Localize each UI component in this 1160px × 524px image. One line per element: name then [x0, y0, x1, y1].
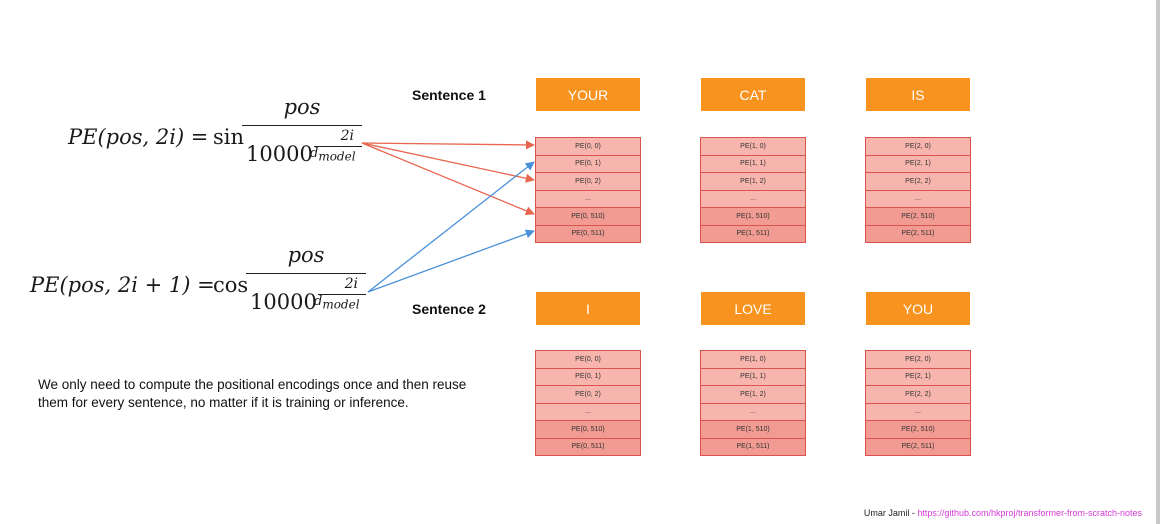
pe-cell: PE(2, 1)	[865, 367, 971, 385]
pe-cell: PE(0, 1)	[535, 154, 641, 172]
pe-cell: PE(0, 1)	[535, 367, 641, 385]
sentence-1-label: Sentence 1	[412, 87, 486, 103]
token-love: LOVE	[701, 292, 805, 325]
formula-sin-base: 10000	[246, 142, 313, 166]
pe-cell: PE(1, 510)	[700, 207, 806, 225]
token-cat: CAT	[701, 78, 805, 111]
pe-cell: PE(1, 511)	[700, 437, 806, 456]
formula-cos-numerator: pos	[287, 243, 325, 267]
arrow-sin-to-pe0	[361, 140, 535, 150]
pe-cell: PE(2, 0)	[865, 350, 971, 368]
pe-cell: PE(2, 510)	[865, 207, 971, 225]
formula-cos-exp: 2i	[344, 276, 358, 292]
arrow-sin-to-pe2	[361, 142, 535, 183]
formula-sin-bar	[242, 125, 362, 126]
pe-column-s2-pos1: PE(1, 0) PE(1, 1) PE(1, 2) ... PE(1, 510…	[700, 350, 806, 456]
formula-sin-dmodel: dmodel	[310, 146, 356, 164]
pe-cell: PE(2, 511)	[865, 224, 971, 243]
pe-cell: ...	[865, 402, 971, 420]
pe-cell: PE(1, 2)	[700, 172, 806, 190]
formula-sin-function: sin	[213, 125, 245, 149]
token-is: IS	[866, 78, 970, 111]
pe-cell: PE(0, 2)	[535, 172, 641, 190]
pe-cell: PE(0, 510)	[535, 207, 641, 225]
token-i: I	[536, 292, 640, 325]
token-your: YOUR	[536, 78, 640, 111]
pe-cell: PE(2, 2)	[865, 385, 971, 403]
formula-cos-lhs: PE(pos, 2i + 1) =	[30, 273, 215, 297]
formula-cos-bar	[246, 273, 366, 274]
arrow-sin-to-pe510	[361, 142, 535, 216]
pe-cell: PE(1, 1)	[700, 367, 806, 385]
explanation-note: We only need to compute the positional e…	[38, 377, 467, 410]
formula-cos-exp-bar	[318, 294, 366, 295]
pe-cell: PE(0, 511)	[535, 224, 641, 243]
pe-cell: ...	[700, 402, 806, 420]
pe-cell: PE(1, 1)	[700, 154, 806, 172]
pe-column-s2-pos2: PE(2, 0) PE(2, 1) PE(2, 2) ... PE(2, 510…	[865, 350, 971, 456]
pe-column-s1-pos2: PE(2, 0) PE(2, 1) PE(2, 2) ... PE(2, 510…	[865, 137, 971, 243]
pe-column-s1-pos0: PE(0, 0) PE(0, 1) PE(0, 2) ... PE(0, 510…	[535, 137, 641, 243]
pe-cell: ...	[865, 189, 971, 207]
pe-cell: PE(1, 0)	[700, 137, 806, 155]
pe-column-s1-pos1: PE(1, 0) PE(1, 1) PE(1, 2) ... PE(1, 510…	[700, 137, 806, 243]
pe-cell: PE(0, 510)	[535, 420, 641, 438]
pe-cell: PE(0, 0)	[535, 137, 641, 155]
pe-cell: PE(0, 2)	[535, 385, 641, 403]
formula-cos-function: cos	[213, 273, 249, 297]
formula-cos-base: 10000	[250, 290, 317, 314]
pe-cell: PE(2, 1)	[865, 154, 971, 172]
pe-column-s2-pos0: PE(0, 0) PE(0, 1) PE(0, 2) ... PE(0, 510…	[535, 350, 641, 456]
footer-credit: Umar Jamil - https://github.com/hkproj/t…	[864, 508, 1142, 518]
pe-cell: PE(2, 2)	[865, 172, 971, 190]
formula-sin-numerator: pos	[283, 95, 321, 119]
token-you: YOU	[866, 292, 970, 325]
footer-author: Umar Jamil -	[863, 508, 918, 518]
pe-cell: ...	[535, 402, 641, 420]
pe-cell: PE(2, 511)	[865, 437, 971, 456]
sentence-2-label: Sentence 2	[412, 301, 486, 317]
formula-cos-fraction: pos 2i 10000 dmodel	[246, 243, 366, 323]
formula-sin-exp-bar	[314, 146, 362, 147]
pe-cell: PE(0, 0)	[535, 350, 641, 368]
pe-cell: ...	[535, 189, 641, 207]
formula-cos-dmodel: dmodel	[314, 294, 360, 312]
pe-cell: PE(2, 510)	[865, 420, 971, 438]
pe-cell: PE(1, 0)	[700, 350, 806, 368]
pe-cell: PE(1, 2)	[700, 385, 806, 403]
right-edge-divider	[1156, 0, 1160, 524]
formula-sin-exp: 2i	[340, 128, 354, 144]
pe-cell: PE(1, 511)	[700, 224, 806, 243]
arrow-cos-to-pe1	[367, 161, 535, 293]
footer-link[interactable]: https://github.com/hkproj/transformer-fr…	[917, 508, 1142, 518]
formula-sin-lhs: PE(pos, 2i) =	[68, 125, 209, 149]
pe-cell: ...	[700, 189, 806, 207]
pe-cell: PE(0, 511)	[535, 437, 641, 456]
formula-sin-fraction: pos 2i 10000 dmodel	[242, 95, 362, 175]
pe-cell: PE(2, 0)	[865, 137, 971, 155]
arrow-cos-to-pe511	[367, 229, 535, 293]
pe-cell: PE(1, 510)	[700, 420, 806, 438]
